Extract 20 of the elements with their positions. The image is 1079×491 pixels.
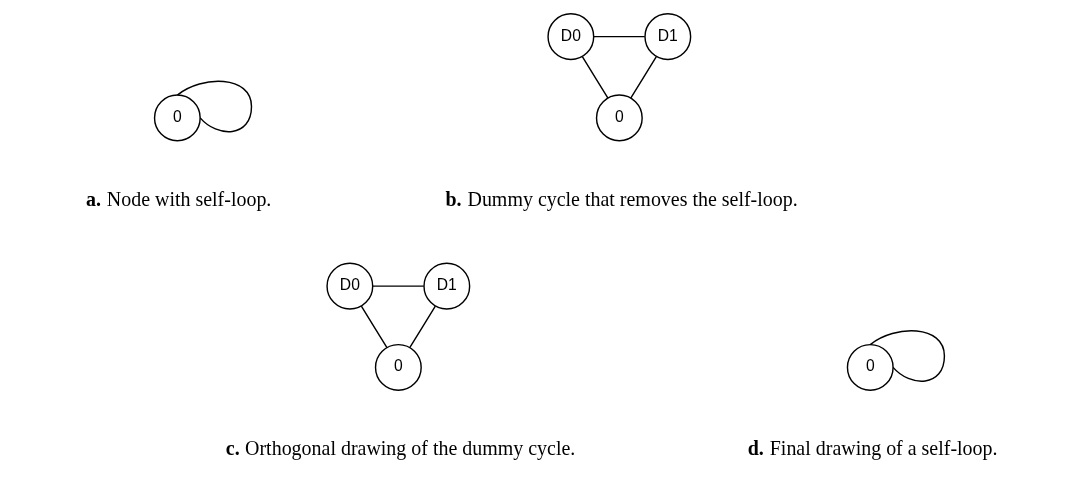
label: b. Dummy cycle that removes the self-loop. bbox=[445, 187, 798, 210]
node-circle: 0 bbox=[595, 94, 643, 142]
connector bbox=[409, 305, 437, 349]
label: a. Node with self-loop. bbox=[86, 187, 272, 210]
label: d. Final drawing of a self-loop. bbox=[747, 437, 998, 460]
node-circle: D1 bbox=[644, 13, 692, 61]
connector bbox=[630, 55, 658, 99]
node-circle: D0 bbox=[547, 13, 595, 61]
connector bbox=[581, 55, 609, 99]
connector bbox=[869, 330, 946, 382]
node-circle: 0 bbox=[153, 94, 201, 142]
connector bbox=[593, 35, 646, 38]
connector bbox=[176, 80, 253, 133]
node-circle: D1 bbox=[423, 262, 471, 310]
connector bbox=[372, 285, 425, 287]
connector bbox=[360, 305, 388, 349]
node-circle: D0 bbox=[326, 262, 374, 310]
node-circle: 0 bbox=[374, 343, 422, 391]
node-circle: 0 bbox=[846, 343, 894, 391]
label: c. Orthogonal drawing of the dummy cycle. bbox=[225, 437, 576, 460]
